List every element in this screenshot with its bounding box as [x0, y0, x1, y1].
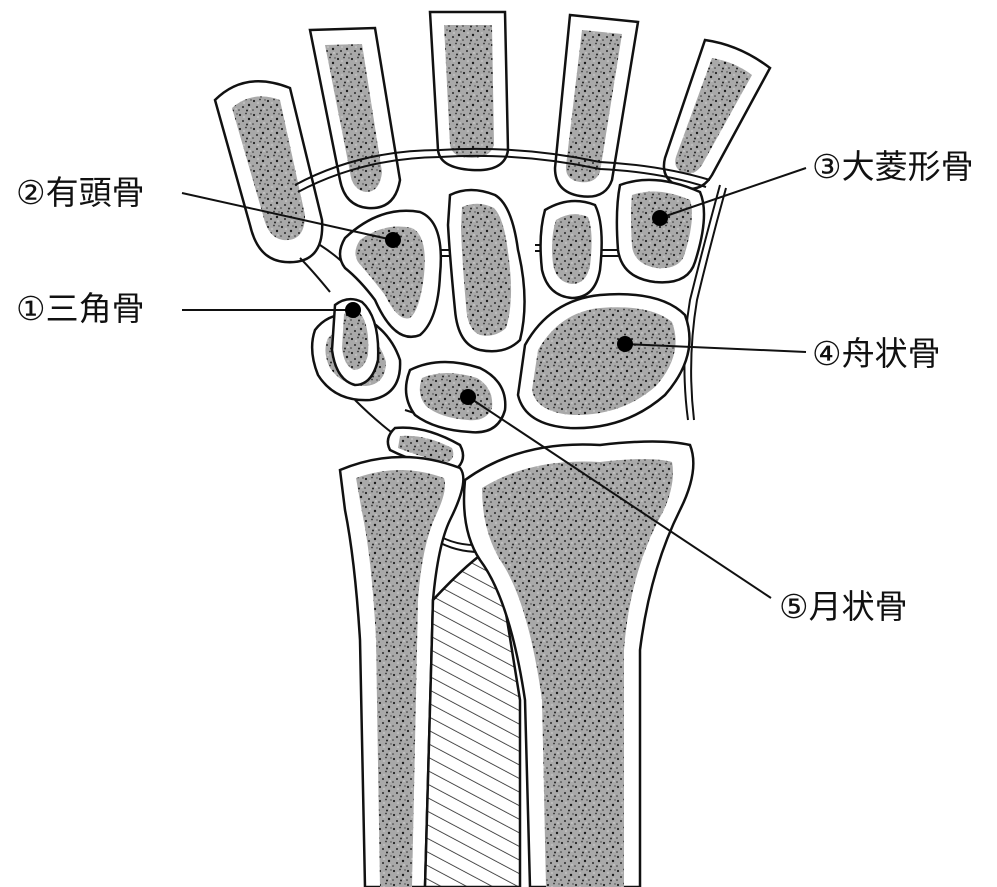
- marker-dot-5: [460, 389, 476, 405]
- marker-dot-3: [652, 210, 668, 226]
- marker-dot-4: [617, 336, 633, 352]
- capitate: [448, 190, 525, 351]
- scaphoid: [518, 294, 690, 428]
- trapezium: [617, 180, 704, 282]
- label-capitate: ②有頭骨: [16, 176, 145, 209]
- lunate: [406, 362, 505, 432]
- bone-group: [215, 12, 770, 887]
- marker-dot-2: [385, 232, 401, 248]
- label-trapezium: ③大菱形骨: [812, 150, 974, 183]
- trapezoid: [541, 201, 602, 298]
- label-scaphoid: ④舟状骨: [812, 337, 941, 370]
- label-triquetrum: ①三角骨: [16, 292, 145, 325]
- metacarpal-1: [664, 40, 770, 189]
- metacarpal-2: [555, 15, 638, 197]
- metacarpal-3: [430, 12, 508, 170]
- label-lunate: ⑤月状骨: [779, 590, 908, 623]
- metacarpal-4: [310, 28, 400, 208]
- marker-dot-1: [345, 302, 361, 318]
- metacarpal-5: [215, 81, 322, 262]
